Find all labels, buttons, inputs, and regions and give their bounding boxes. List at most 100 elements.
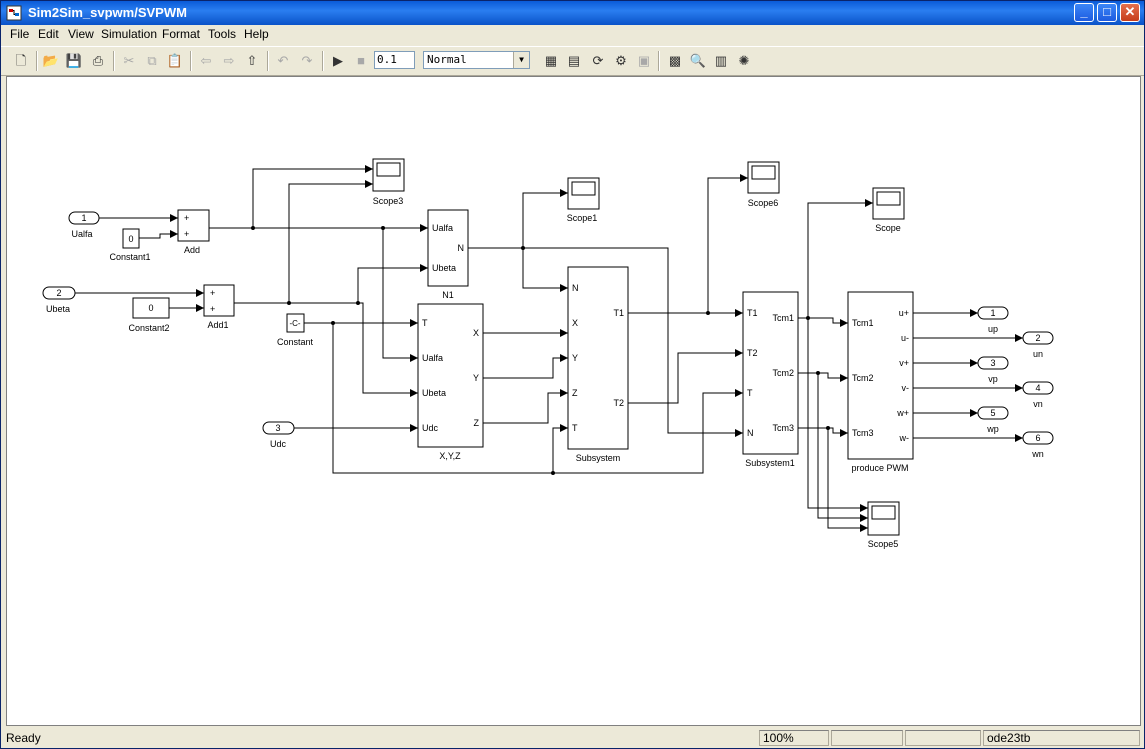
- svg-text:Tcm1: Tcm1: [852, 318, 874, 328]
- inport-udc[interactable]: 3 Udc: [262, 421, 295, 449]
- menu-simulation[interactable]: Simulation: [101, 27, 158, 41]
- signal-builder-icon[interactable]: ▦: [544, 53, 558, 68]
- svg-text:v+: v+: [899, 358, 909, 368]
- svg-text:T: T: [747, 388, 753, 398]
- svg-text:Subsystem: Subsystem: [576, 453, 621, 463]
- outport-wp[interactable]: 5 wp: [977, 406, 1009, 434]
- n1-subsystem-block[interactable]: Ualfa Ubeta N N1: [427, 209, 469, 300]
- outport-wn[interactable]: 6 wn: [1022, 431, 1054, 459]
- svg-text:+: +: [184, 213, 189, 223]
- build-disabled-icon[interactable]: ▣: [637, 53, 651, 68]
- svg-text:Scope6: Scope6: [748, 198, 779, 208]
- subsystem-block[interactable]: N X Y Z T T1 T2 Subsystem: [567, 266, 629, 463]
- menu-view[interactable]: View: [68, 27, 94, 41]
- svg-text:wn: wn: [1031, 449, 1044, 459]
- stop-simulation-icon[interactable]: ■: [357, 53, 365, 68]
- status-field-empty-2: [905, 730, 981, 746]
- status-bar: Ready 100% ode23tb: [1, 728, 1144, 748]
- svg-text:produce PWM: produce PWM: [851, 463, 908, 473]
- simulation-mode-select[interactable]: Normal ▼: [423, 51, 530, 69]
- svg-text:Ualfa: Ualfa: [422, 353, 443, 363]
- scope6-block[interactable]: Scope6: [747, 161, 780, 208]
- svg-text:wp: wp: [986, 424, 999, 434]
- inport-ubeta[interactable]: 2 Ubeta: [42, 286, 76, 314]
- menu-file[interactable]: File: [10, 27, 30, 41]
- scope1-block[interactable]: Scope1: [567, 177, 600, 223]
- svg-text:Constant1: Constant1: [109, 252, 150, 262]
- svg-text:N: N: [458, 243, 465, 253]
- outport-vp[interactable]: 3 vp: [977, 356, 1009, 384]
- add-block[interactable]: + + Add: [177, 209, 210, 255]
- outport-vn[interactable]: 4 vn: [1022, 381, 1054, 409]
- svg-text:Tcm2: Tcm2: [772, 368, 794, 378]
- svg-text:vn: vn: [1033, 399, 1043, 409]
- open-folder-icon[interactable]: 📂: [42, 53, 60, 68]
- forward-arrow-icon[interactable]: ⇨: [223, 53, 235, 68]
- undo-icon[interactable]: ↶: [277, 53, 289, 68]
- debugger-icon[interactable]: ✺: [738, 53, 750, 68]
- svg-text:X: X: [473, 328, 479, 338]
- svg-text:Scope5: Scope5: [868, 539, 899, 549]
- new-model-icon[interactable]: 🗋: [15, 53, 27, 68]
- svg-text:T2: T2: [747, 348, 758, 358]
- model-explorer-icon[interactable]: 🔍: [689, 53, 707, 68]
- window-title: Sim2Sim_svpwm/SVPWM: [28, 5, 187, 20]
- back-arrow-icon[interactable]: ⇦: [200, 53, 212, 68]
- maximize-button[interactable]: □: [1097, 3, 1117, 22]
- svg-text:N1: N1: [442, 290, 454, 300]
- paste-icon[interactable]: 📋: [166, 53, 184, 68]
- svg-text:Ubeta: Ubeta: [432, 263, 456, 273]
- title-bar[interactable]: Sim2Sim_svpwm/SVPWM _ □ ✕: [1, 1, 1144, 25]
- svg-text:Subsystem1: Subsystem1: [745, 458, 795, 468]
- svg-text:Scope3: Scope3: [373, 196, 404, 206]
- svg-text:Y: Y: [473, 373, 479, 383]
- menu-edit[interactable]: Edit: [38, 27, 59, 41]
- constant1-block[interactable]: 0 Constant1: [109, 228, 151, 262]
- svg-text:N: N: [747, 428, 754, 438]
- inport-ualfa[interactable]: 1 Ualfa: [68, 211, 100, 239]
- subsystem1-block[interactable]: T1 T2 T N Tcm1 Tcm2 Tcm3 Subsystem1: [742, 291, 799, 468]
- chevron-down-icon[interactable]: ▼: [513, 52, 529, 68]
- scope-block[interactable]: Scope: [872, 187, 905, 233]
- svg-text:+: +: [184, 229, 189, 239]
- redo-icon[interactable]: ↷: [301, 53, 313, 68]
- svg-text:+: +: [210, 304, 215, 314]
- svg-text:Tcm3: Tcm3: [772, 423, 794, 433]
- outport-up[interactable]: 1 up: [977, 306, 1009, 334]
- cut-icon[interactable]: ✂: [123, 53, 135, 68]
- menu-help[interactable]: Help: [244, 27, 269, 41]
- model-properties-icon[interactable]: ▥: [714, 53, 728, 68]
- scope5-block[interactable]: Scope5: [867, 501, 900, 549]
- constant2-block[interactable]: 0 Constant2: [128, 297, 170, 333]
- svg-text:1: 1: [990, 308, 995, 318]
- svg-text:Add1: Add1: [207, 320, 228, 330]
- start-simulation-icon[interactable]: ▶: [333, 53, 343, 68]
- svg-text:X,Y,Z: X,Y,Z: [439, 451, 461, 461]
- svg-text:Tcm3: Tcm3: [852, 428, 874, 438]
- scope3-block[interactable]: Scope3: [372, 158, 405, 206]
- library-browser-icon[interactable]: ▩: [668, 53, 682, 68]
- status-field-empty-1: [831, 730, 903, 746]
- constant-block[interactable]: -C- Constant: [277, 313, 314, 347]
- svg-text:T1: T1: [613, 308, 624, 318]
- data-table-icon[interactable]: ▤: [567, 53, 581, 68]
- svg-text:Add: Add: [184, 245, 200, 255]
- menu-tools[interactable]: Tools: [208, 27, 237, 41]
- xyz-subsystem-block[interactable]: T Ualfa Ubeta Udc X Y Z X,Y,Z: [417, 303, 484, 461]
- stop-time-input[interactable]: 0.1: [374, 51, 415, 69]
- produce-pwm-block[interactable]: Tcm1 Tcm2 Tcm3 u+ u- v+ v- w+ w- produce…: [847, 291, 914, 473]
- update-diagram-icon[interactable]: ⟳: [592, 53, 604, 68]
- svg-text:up: up: [988, 324, 998, 334]
- minimize-button[interactable]: _: [1074, 3, 1094, 22]
- add1-block[interactable]: + + Add1: [203, 284, 235, 330]
- print-icon[interactable]: ⎙: [92, 53, 104, 68]
- up-arrow-icon[interactable]: ⇧: [246, 53, 258, 68]
- close-button[interactable]: ✕: [1120, 3, 1140, 22]
- menu-format[interactable]: Format: [162, 27, 201, 41]
- save-icon[interactable]: 💾: [65, 53, 83, 68]
- outport-un[interactable]: 2 un: [1022, 331, 1054, 359]
- model-canvas[interactable]: 1 Ualfa 2 Ubeta 3 Udc 0 Constant1 0: [6, 76, 1141, 726]
- menu-bar: File Edit View Simulation Format Tools H…: [1, 25, 1144, 44]
- build-icon[interactable]: ⚙: [615, 53, 627, 68]
- copy-icon[interactable]: ⧉: [147, 53, 157, 68]
